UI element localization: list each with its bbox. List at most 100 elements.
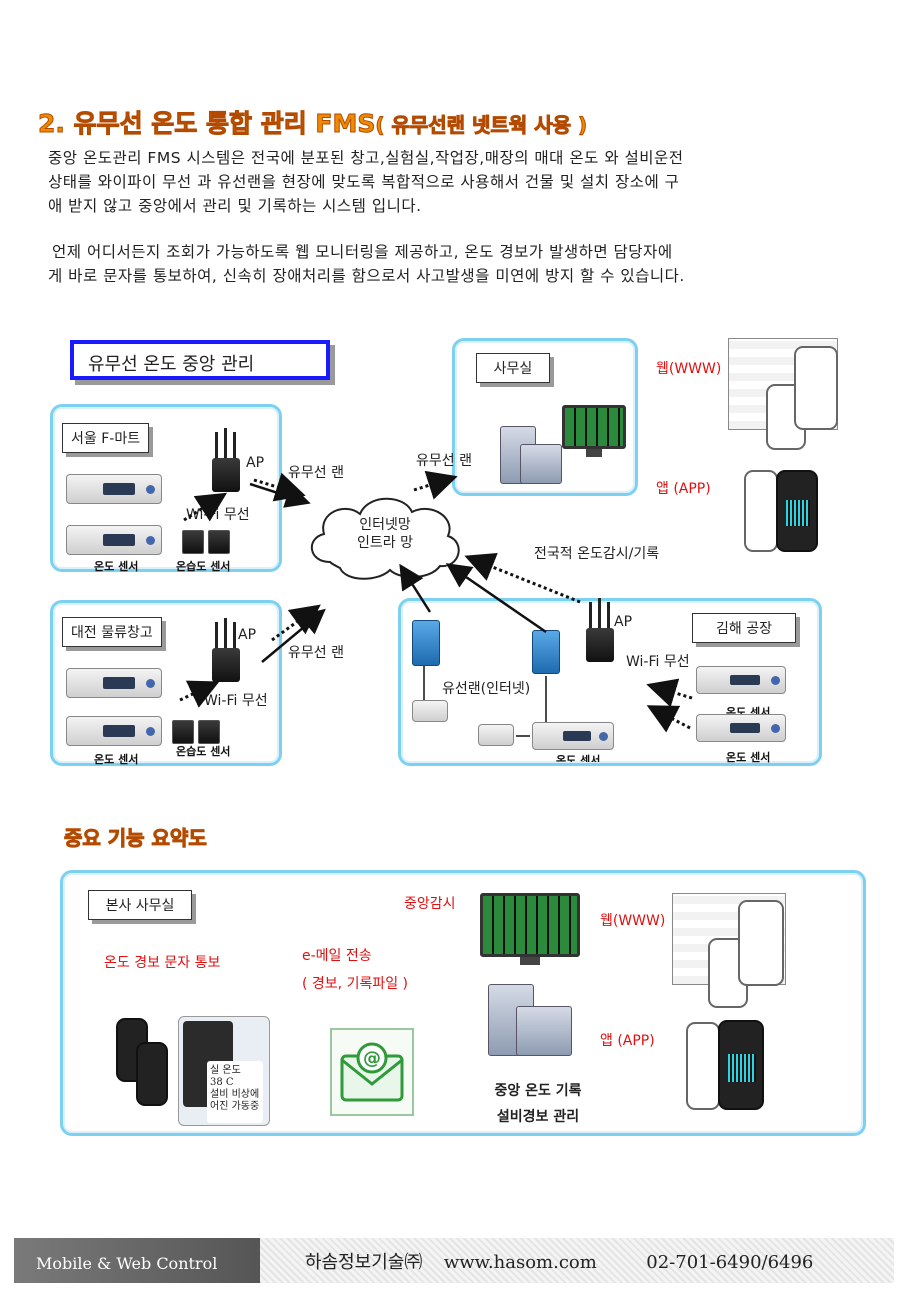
humidity-sensor-device: [172, 720, 194, 744]
daejeon-label: 대전 물류창고: [62, 617, 162, 647]
wireless-arrow: [464, 552, 581, 604]
summary-app-label: 앱 (APP): [600, 1033, 655, 1049]
mobile-phone: [744, 470, 778, 552]
daejeon-wifi-label: Wi-Fi 무선: [204, 693, 268, 709]
sms-phone-screen: 실 온도 38 C 설비 비상에 어진 가동중: [178, 1016, 270, 1126]
wireless-arrow: [179, 680, 220, 708]
wired-sensor-device: [412, 700, 448, 722]
central-record-label: 중앙 온도 기록 설비경보 관리: [478, 1078, 598, 1130]
app-label: 앱 (APP): [656, 481, 711, 497]
title-sub: ( 유무선랜 넷트웍 사용 ): [375, 113, 588, 138]
intro-line: 애 받지 않고 중앙에서 관리 및 기록하는 시스템 입니다.: [48, 197, 422, 215]
mobile-phone: [136, 1042, 168, 1106]
temperature-logger-device: [66, 474, 162, 504]
mobile-phone: [794, 346, 838, 430]
seoul-ap-label: AP: [246, 455, 265, 471]
mobile-phone: [718, 1020, 764, 1110]
email-label: e-메일 전송: [302, 948, 372, 964]
at-envelope-icon: @: [340, 1042, 404, 1102]
daejeon-sensor1-label: 온도 센서: [94, 753, 139, 766]
mobile-phone: [738, 900, 784, 986]
wireless-arrow: [253, 472, 306, 502]
gimhae-label: 김해 공장: [692, 613, 796, 643]
record-line: 중앙 온도 기록: [494, 1083, 582, 1099]
temperature-logger-device: [696, 714, 786, 742]
footer-phone: 02-701-6490/6496: [646, 1252, 814, 1273]
nationwide-label: 전국적 온도감시/기록: [534, 546, 660, 562]
gimhae-sensor3-label: 온도 센서: [726, 751, 771, 764]
sms-text-line: 실 온도: [210, 1065, 241, 1076]
cloud-line: 인트라 망: [357, 535, 413, 551]
ethernet-converter-module: [412, 620, 440, 666]
temperature-logger-device: [66, 525, 162, 555]
arrow: [261, 608, 326, 663]
monitoring-screen: [480, 893, 580, 957]
gimhae-wired-label: 유선랜(인터넷): [442, 681, 531, 697]
intro-paragraph-1: 중앙 온도관리 FMS 시스템은 전국에 분포된 창고,실험실,작업장,매장의 …: [48, 146, 878, 218]
cloud-label: 인터넷망 인트라 망: [340, 516, 430, 552]
sms-text-line: 설비 비상에: [210, 1089, 260, 1100]
page-title: 2. 유무선 온도 통합 관리 FMS( 유무선랜 넷트웍 사용 ): [37, 104, 588, 140]
sms-text-line: 38 C: [210, 1077, 234, 1088]
mobile-phone: [776, 470, 818, 552]
daejeon-lan-label: 유무선 랜: [288, 645, 344, 661]
wireless-arrow: [413, 470, 458, 500]
wired-sensor-device: [478, 724, 514, 746]
footer-company: 하솜정보기술㈜: [305, 1252, 423, 1273]
footer-url[interactable]: www.hasom.com: [443, 1252, 597, 1273]
ethernet-converter-module: [532, 630, 560, 674]
footer-left: Mobile & Web Control: [14, 1238, 260, 1283]
arrow: [399, 563, 432, 613]
sms-text-line: 어진 가동중: [210, 1101, 260, 1112]
humidity-sensor-device: [208, 530, 230, 554]
seoul-sensor2-label: 온습도 센서: [176, 560, 231, 573]
diagram-header: 유무선 온도 중앙 관리: [70, 340, 330, 380]
gimhae-wifi-label: Wi-Fi 무선: [626, 654, 690, 670]
temperature-logger-device: [532, 722, 614, 750]
summary-web-label: 웹(WWW): [600, 913, 666, 929]
arrow: [445, 563, 547, 634]
record-line: 설비경보 관리: [496, 1109, 580, 1125]
monitor-stand: [586, 449, 602, 457]
monitor-stand: [520, 957, 540, 965]
temperature-logger-device: [66, 668, 162, 698]
mobile-phone: [686, 1022, 720, 1110]
wifi-ap-router: [212, 618, 240, 682]
intro-line: 게 바로 문자를 통보하여, 신속히 장애처리를 함으로서 사고발생을 미연에 …: [48, 267, 685, 285]
intro-paragraph-2: 언제 어디서든지 조회가 가능하도록 웹 모니터링을 제공하고, 온도 경보가 …: [48, 240, 882, 288]
seoul-label: 서울 F-마트: [62, 423, 150, 453]
daejeon-ap-label: AP: [238, 627, 257, 643]
sms-label: 온도 경보 문자 통보: [104, 955, 221, 971]
monitoring-screen: [562, 405, 626, 449]
gimhae-ap-label: AP: [614, 614, 633, 630]
svg-text:@: @: [363, 1048, 381, 1069]
temperature-logger-device: [696, 666, 786, 694]
footer-bar: [260, 1238, 894, 1283]
office-lan-label: 유무선 랜: [416, 453, 472, 469]
intro-line: 중앙 온도관리 FMS 시스템은 전국에 분포된 창고,실험실,작업장,매장의 …: [48, 149, 684, 167]
central-monitor-label: 중앙감시: [404, 896, 456, 912]
cloud-line: 인터넷망: [359, 517, 411, 533]
seoul-sensor1-label: 온도 센서: [94, 560, 139, 573]
summary-heading: 중요 기능 요약도: [64, 826, 208, 851]
wireless-arrow: [646, 678, 693, 708]
intro-line: 언제 어디서든지 조회가 가능하도록 웹 모니터링을 제공하고, 온도 경보가 …: [52, 243, 673, 261]
humidity-sensor-device: [182, 530, 204, 554]
hq-label: 본사 사무실: [88, 890, 192, 920]
footer-contact: 하솜정보기술㈜ www.hasom.com 02-701-6490/6496: [305, 1248, 813, 1274]
server-pc-tower: [516, 1006, 572, 1056]
office-pc-tower: [520, 444, 562, 484]
daejeon-sensor2-label: 온습도 센서: [176, 745, 231, 758]
email-sub-label: ( 경보, 기록파일 ): [302, 976, 409, 992]
email-frame: @: [330, 1028, 414, 1116]
gimhae-sensor1-label: 온도 센서: [556, 754, 601, 762]
office-label: 사무실: [476, 353, 550, 383]
web-label: 웹(WWW): [656, 361, 722, 377]
wifi-ap-router: [586, 598, 614, 662]
wireless-arrow: [183, 492, 228, 522]
internet-cloud-icon: [310, 497, 460, 580]
wifi-ap-router: [212, 428, 240, 492]
title-main: 2. 유무선 온도 통합 관리 FMS: [37, 109, 376, 139]
humidity-sensor-device: [198, 720, 220, 744]
connection-arrows: [179, 470, 693, 737]
